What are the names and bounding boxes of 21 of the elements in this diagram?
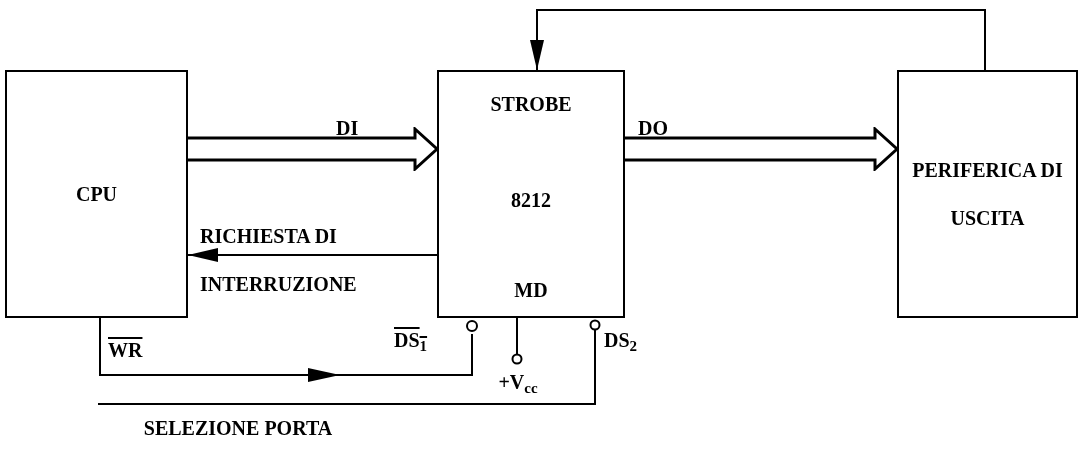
block-label: MD: [513, 278, 549, 303]
edge-label: DI: [336, 116, 359, 141]
bus-arrow: [188, 127, 439, 171]
block-box: [5, 70, 188, 318]
block-label: PERIFERICA DI USCITA: [911, 158, 1064, 231]
arrow: [99, 317, 473, 382]
pin-label: DS$_{1}$: [394, 328, 428, 354]
arrow: [530, 9, 986, 71]
pin-label: DS$_{2}$: [604, 328, 638, 354]
block-box: [897, 70, 1078, 318]
edge-label: DO: [638, 116, 668, 141]
bus-arrow: [625, 127, 899, 171]
block-box: [437, 70, 625, 318]
signal-name: +V$_{cc}$: [497, 370, 539, 398]
arrow: [187, 248, 438, 262]
signal-name: SELEZIONE PORTA: [142, 416, 334, 441]
block-label: CPU: [74, 182, 119, 207]
edge-label: WR: [108, 338, 143, 363]
edge-label: RICHIESTA DI INTERRUZIONE: [200, 224, 358, 297]
block-label: STROBE: [489, 92, 573, 117]
block-label: 8212: [510, 188, 552, 213]
